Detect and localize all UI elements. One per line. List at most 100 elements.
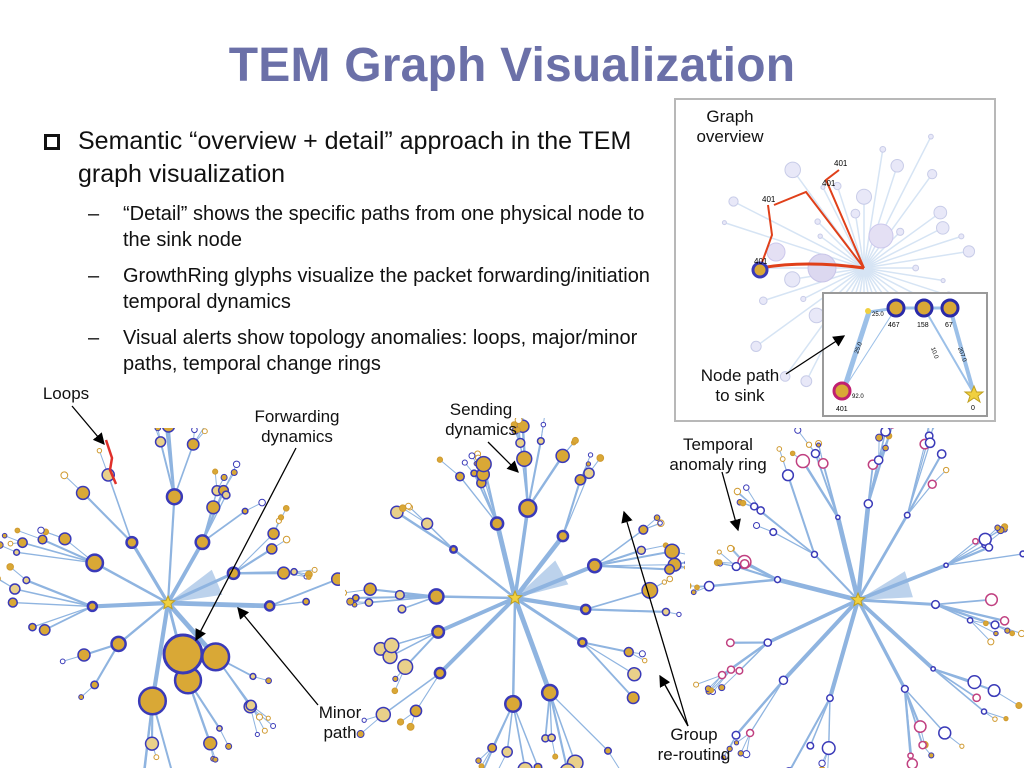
path-to-sink (759, 262, 865, 270)
graph-node (972, 693, 982, 703)
graph-node (579, 603, 592, 616)
graph-node (571, 436, 579, 445)
graph-edge (813, 553, 859, 601)
graph-node (967, 675, 982, 690)
bullet-list: Semantic “overview + detail” approach in… (40, 125, 650, 377)
graph-node (693, 681, 700, 688)
graph-node (162, 633, 204, 675)
graph-node (311, 566, 318, 573)
graph-node (773, 575, 782, 584)
graph-node (906, 758, 919, 768)
graph-node (733, 740, 740, 746)
graph-node (37, 526, 45, 534)
graph-node (810, 448, 821, 459)
graph-node (756, 506, 766, 515)
graph-edge (776, 577, 859, 603)
graph-view-forwarding (0, 428, 340, 768)
graph-node (882, 444, 889, 452)
graph-edge (863, 149, 884, 269)
graph-node (255, 713, 264, 721)
graph-node (206, 500, 221, 515)
sink-star-icon (160, 594, 176, 610)
graph-node (664, 543, 680, 560)
graph-node (75, 485, 91, 501)
node-label: 0 (971, 405, 975, 412)
graph-node (461, 459, 468, 466)
label-line: dynamics (445, 420, 517, 439)
graph-node (879, 145, 887, 153)
graph-node (58, 532, 72, 546)
graph-node (716, 549, 722, 555)
graph-edge (594, 564, 670, 571)
graph-node (468, 452, 476, 460)
path-to-sink (773, 190, 865, 269)
graph-node (153, 754, 160, 761)
graph-node (201, 642, 231, 672)
graph-node (641, 581, 659, 599)
graph-edge (92, 600, 169, 609)
graph-node (137, 686, 168, 716)
graph-node (717, 670, 727, 680)
graph-node (397, 604, 407, 614)
graph-edge (582, 641, 629, 654)
graph-node (225, 742, 233, 750)
graph-node (110, 635, 127, 653)
graph-edge (857, 563, 947, 602)
graph-node (154, 436, 167, 448)
graph-node (940, 277, 946, 284)
node-label: 67 (945, 322, 953, 329)
graph-node (935, 221, 950, 235)
sub-bullet: – “Detail” shows the specific paths from… (40, 201, 650, 253)
graph-node (990, 620, 1000, 630)
graph-node (943, 466, 950, 474)
graph-node (627, 667, 642, 682)
node-label: 401 (822, 179, 836, 188)
graph-node (330, 572, 340, 587)
graph-node (265, 715, 271, 721)
graph-node (245, 699, 257, 711)
graph-edge (382, 672, 441, 716)
graph-node (726, 745, 733, 753)
graph-edge (437, 596, 516, 634)
graph-edge (945, 553, 1024, 566)
graph-node (638, 650, 646, 658)
sub-bullet-text: GrowthRing glyphs visualize the packet f… (123, 265, 650, 313)
graph-node (903, 511, 911, 519)
graph-node (769, 528, 778, 537)
graph-edge (459, 476, 498, 524)
sub-bullet: – Visual alerts show topology anomalies:… (40, 325, 650, 377)
graph-node (194, 534, 211, 551)
loops-label: Loops (42, 384, 90, 403)
graph-node (825, 694, 834, 703)
dash-bullet-icon: – (88, 265, 100, 287)
graph-edge (44, 605, 93, 631)
graph-edge (117, 602, 169, 645)
graph-node (987, 638, 995, 646)
graph-node (896, 227, 905, 236)
dash-bullet-icon: – (88, 327, 100, 349)
graph-node (731, 561, 741, 572)
graph-node (59, 658, 66, 665)
graph-node (475, 455, 492, 473)
label-line: Sending (449, 400, 513, 419)
graph-node (661, 579, 668, 585)
graph-node (258, 498, 266, 507)
graph-node (383, 637, 400, 654)
path-node (914, 298, 934, 318)
graph-node (676, 611, 682, 618)
path-edge (843, 307, 897, 390)
graph-edge (512, 597, 553, 694)
graph-node (391, 687, 399, 695)
graph-node (980, 708, 988, 715)
graph-node (540, 421, 547, 428)
graph-edge (513, 534, 565, 600)
graph-node (14, 527, 21, 534)
graph-node (749, 502, 759, 511)
graph-node (489, 516, 505, 531)
graph-node (873, 455, 884, 465)
label-line: Group (670, 725, 718, 744)
graph-node (733, 487, 742, 496)
graph-node (504, 694, 523, 713)
graph-node (501, 746, 513, 758)
graph-node (938, 726, 952, 740)
